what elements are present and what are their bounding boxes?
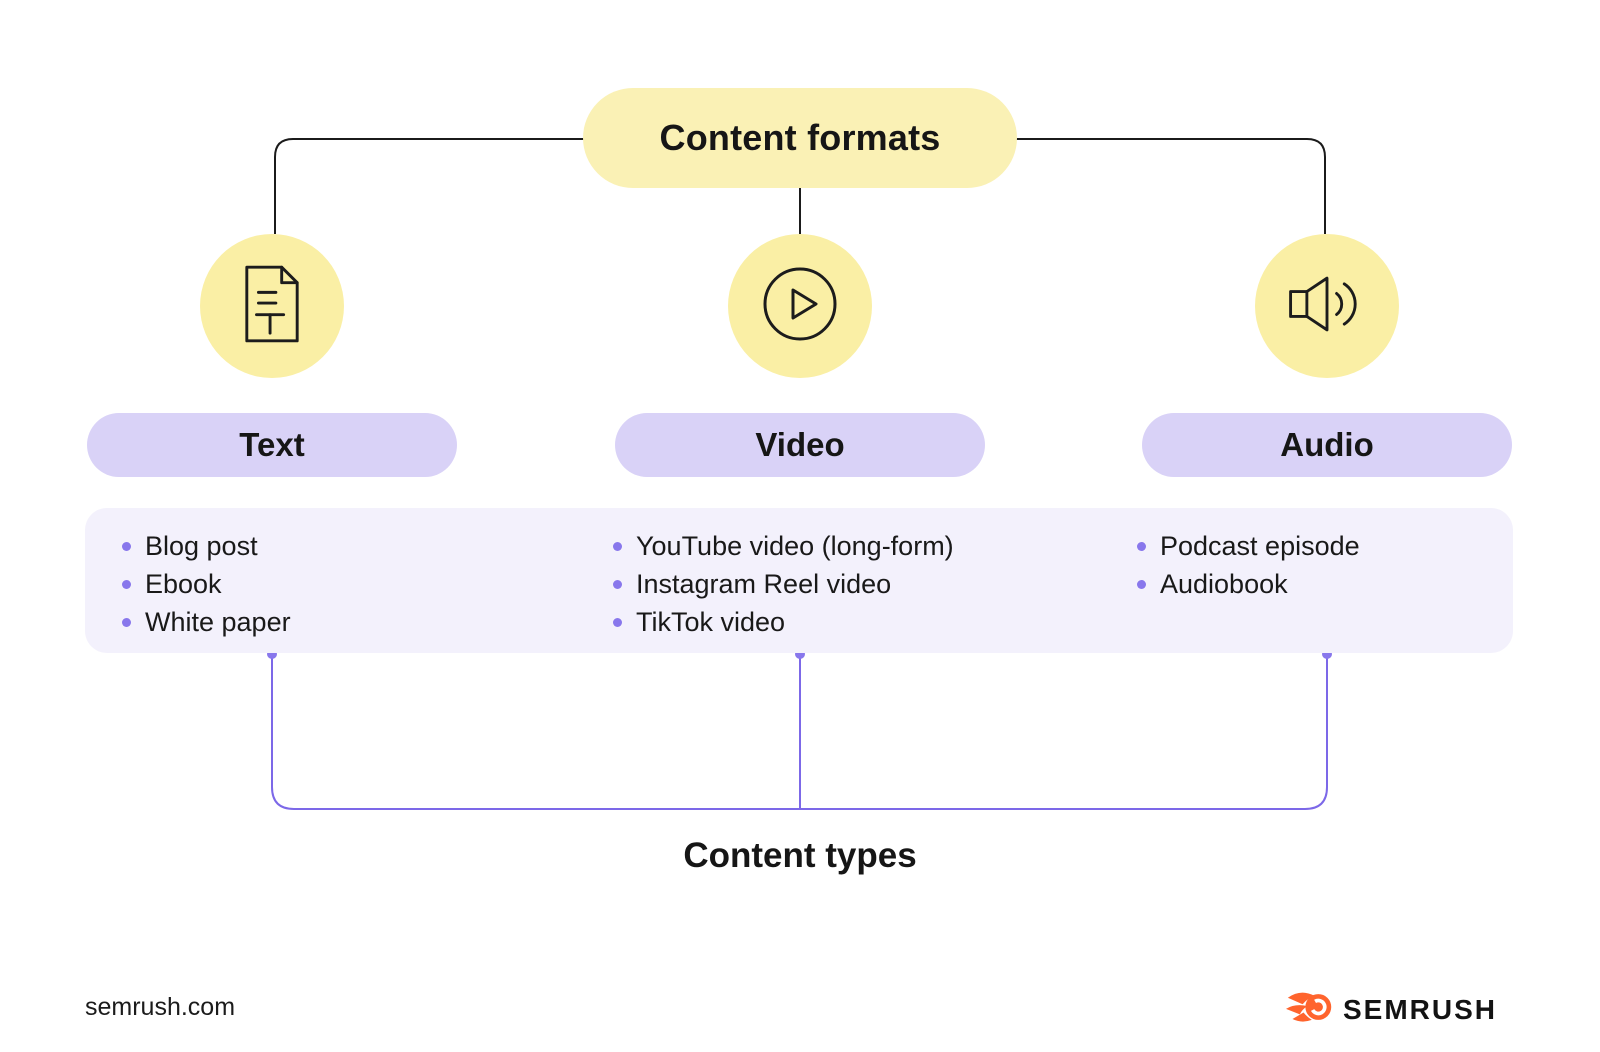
text-items-list: Blog post Ebook White paper: [122, 527, 291, 641]
list-item: White paper: [122, 603, 291, 641]
audio-format-circle: [1255, 234, 1399, 378]
site-url: semrush.com: [85, 993, 236, 1021]
root-label: Content formats: [659, 117, 941, 158]
document-text-icon: [241, 263, 303, 350]
category-pill-audio: Audio: [1142, 413, 1512, 477]
list-item: Audiobook: [1137, 565, 1360, 603]
category-label: Audio: [1280, 426, 1374, 463]
content-types-title: Content types: [683, 836, 917, 875]
audio-items-list: Podcast episode Audiobook: [1137, 527, 1360, 603]
category-pill-text: Text: [87, 413, 457, 477]
play-circle-icon: [760, 264, 840, 349]
category-label: Video: [755, 426, 845, 463]
content-types-panel: [85, 508, 1513, 653]
list-item: Podcast episode: [1137, 527, 1360, 565]
semrush-logo: SEMRUSH: [1286, 990, 1497, 1029]
speaker-icon: [1281, 269, 1373, 344]
list-item: Blog post: [122, 527, 291, 565]
connector-right: [1015, 138, 1326, 234]
semrush-flame-icon: [1286, 990, 1334, 1029]
video-format-circle: [728, 234, 872, 378]
connector-left: [274, 138, 585, 234]
text-format-circle: [200, 234, 344, 378]
category-pill-video: Video: [615, 413, 985, 477]
brand-wordmark: SEMRUSH: [1343, 993, 1498, 1025]
category-label: Text: [239, 426, 305, 463]
list-item: Ebook: [122, 565, 291, 603]
list-item: Instagram Reel video: [613, 565, 954, 603]
list-item: TikTok video: [613, 603, 954, 641]
root-node-content-formats: Content formats: [583, 88, 1017, 188]
list-item: YouTube video (long-form): [613, 527, 954, 565]
video-items-list: YouTube video (long-form) Instagram Reel…: [613, 527, 954, 641]
